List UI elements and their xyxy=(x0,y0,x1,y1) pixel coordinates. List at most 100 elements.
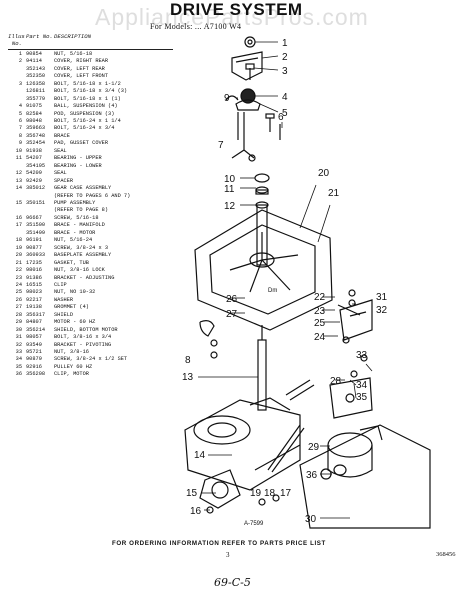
description-cell: SHIELD xyxy=(54,311,74,318)
part-no-cell: 98048 xyxy=(26,117,42,124)
callout-12: 12 xyxy=(224,201,236,212)
callout-labels: 1 2 3 4 5 6 7 8 9 10 11 12 13 14 15 16 1… xyxy=(182,38,388,525)
description-cell: NUT, NO 10-32 xyxy=(54,289,96,296)
callout-19: 19 xyxy=(250,488,262,499)
description-cell: COVER, RIGHT REAR xyxy=(54,58,109,65)
description-cell: SCREW, 5/16-18 xyxy=(54,214,99,221)
shaft-assembly xyxy=(257,325,267,411)
illus-no-cell: 11 xyxy=(15,155,22,162)
illus-no-cell: 12 xyxy=(15,170,22,177)
page-subtitle: For Models: ... A7100 W4 xyxy=(150,22,242,31)
illus-no-cell: 2 xyxy=(18,58,22,65)
callout-9: 9 xyxy=(224,93,230,104)
illus-no-cell: 21 xyxy=(15,259,22,266)
seal-part xyxy=(254,173,270,183)
callout-11: 11 xyxy=(224,184,235,195)
description-cell: SPACER xyxy=(54,177,74,184)
part-no-cell: 352350 xyxy=(26,73,46,80)
description-cell: POD, SUSPENSION (3) xyxy=(54,110,115,117)
page-number: 3 xyxy=(226,551,230,559)
description-cell: NUT, 5/16-18 xyxy=(54,50,93,57)
description-cell: NUT, 3/8-16 LOCK xyxy=(54,267,105,274)
part-no-cell: 356317 xyxy=(26,311,46,318)
description-cell: WASHER xyxy=(54,296,74,303)
bolt-pair xyxy=(265,113,281,140)
illus-no-cell: 9 xyxy=(18,140,22,147)
illus-no-cell: 3 xyxy=(18,80,22,87)
part-no-cell: 98023 xyxy=(26,289,42,296)
illus-no-cell: 34 xyxy=(15,356,22,363)
illus-no-cell: 15 xyxy=(15,199,22,206)
callout-16: 16 xyxy=(190,506,202,517)
bolt-part xyxy=(245,63,255,80)
illus-no-cell: 35 xyxy=(15,363,22,370)
illus-no-cell: 31 xyxy=(15,334,22,341)
illus-no-cell: 32 xyxy=(15,341,22,348)
manifold-brace xyxy=(285,379,315,401)
parts-row: (REFER TO PAGE 8) xyxy=(8,207,180,214)
illus-no-cell: 36 xyxy=(15,371,22,378)
illus-no-cell: 24 xyxy=(15,281,22,288)
description-cell: SEAL xyxy=(54,147,67,154)
part-no-cell: 84807 xyxy=(26,319,42,326)
callout-17: 17 xyxy=(280,488,292,499)
illus-no-cell: 33 xyxy=(15,349,22,356)
handwritten-note: 69-C-5 xyxy=(214,576,251,589)
description-cell: BRACKET - ADJUSTING xyxy=(54,274,115,281)
illus-no-cell: 7 xyxy=(18,125,22,132)
part-no-cell: 126811 xyxy=(26,88,46,95)
illus-no-cell: 1 xyxy=(18,50,22,57)
part-no-cell: 126358 xyxy=(26,80,46,87)
callout-28: 28 xyxy=(330,376,342,387)
callout-1: 1 xyxy=(282,38,288,49)
description-cell: CLIP xyxy=(54,281,67,288)
illus-no-cell: 26 xyxy=(15,296,22,303)
callout-6: 6 xyxy=(278,112,284,123)
part-no-cell: 91386 xyxy=(26,274,42,281)
part-no-cell: 351499 xyxy=(26,229,46,236)
part-no-cell: 54207 xyxy=(26,155,42,162)
description-cell: GEAR CASE ASSEMBLY xyxy=(54,185,112,192)
callout-34: 34 xyxy=(356,380,368,391)
part-no-cell: 17235 xyxy=(26,259,42,266)
description-cell: PUMP ASSEMBLY xyxy=(54,199,96,206)
parts-row: 24 16515 CLIP xyxy=(8,282,180,289)
description-cell: COVER, LEFT FRONT xyxy=(54,73,109,80)
part-no-cell: 350151 xyxy=(26,199,46,206)
callout-21: 21 xyxy=(328,188,340,199)
part-no-cell: 16515 xyxy=(26,281,42,288)
part-no-cell: 352143 xyxy=(26,65,46,72)
description-cell: BOLT, 5/16-18 x 1 (1) xyxy=(54,95,121,102)
motor xyxy=(327,425,383,478)
illus-no-cell: 30 xyxy=(15,326,22,333)
description-cell: MOTOR - 60 HZ xyxy=(54,319,96,326)
callout-8: 8 xyxy=(185,355,191,366)
description-cell: BRACE - MANIFOLD xyxy=(54,222,105,229)
description-cell: SEAL xyxy=(54,170,67,177)
description-cell: SCREW, 3/8-24 x 1/2 SET xyxy=(54,356,128,363)
callout-3: 3 xyxy=(282,66,288,77)
part-no-cell: 92916 xyxy=(26,363,42,370)
illus-no-cell: 17 xyxy=(15,222,22,229)
callout-33: 33 xyxy=(356,350,368,361)
watermark: AppliancePartsPros.com xyxy=(95,4,369,30)
